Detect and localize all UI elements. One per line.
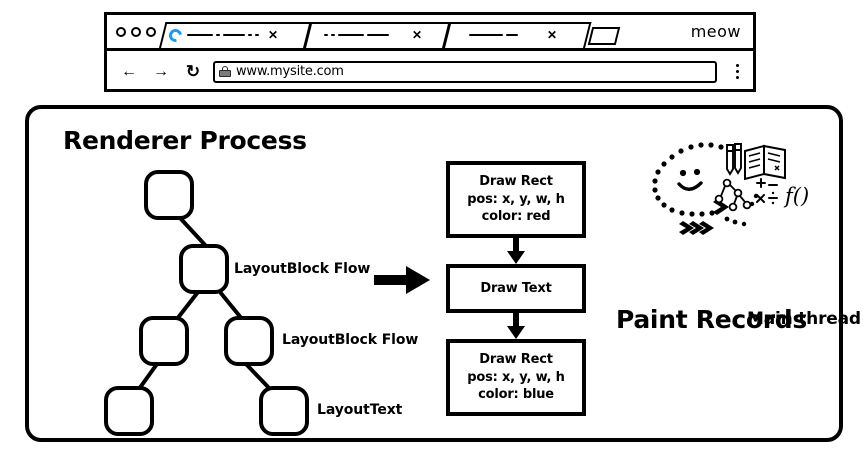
browser-window: ✕ ✕ xyxy=(104,12,756,92)
new-tab-icon[interactable] xyxy=(587,27,621,45)
tab-3[interactable]: ✕ xyxy=(443,22,592,48)
paint-record-3-line-1: Draw Rect xyxy=(479,352,553,368)
url-text: www.mysite.com xyxy=(236,64,344,79)
tab-1-close-icon[interactable]: ✕ xyxy=(268,28,279,42)
tab-list: ✕ ✕ xyxy=(159,15,621,48)
address-bar[interactable]: www.mysite.com xyxy=(213,60,717,83)
layout-tree-node-leaf-left[interactable] xyxy=(104,386,154,436)
paint-record-draw-text[interactable]: Draw Text xyxy=(446,263,586,314)
main-thread-mascot-icon: f() xyxy=(652,142,809,235)
paint-records-title: Paint Records xyxy=(616,305,807,334)
layout-tree-label-block-flow-2: LayoutBlock Flow xyxy=(282,332,419,348)
window-close-dot[interactable] xyxy=(116,26,126,37)
paint-records-list: Draw Rect pos: x, y, w, h color: red Dra… xyxy=(446,161,586,416)
renderer-process-title: Renderer Process xyxy=(63,126,307,155)
kebab-menu-icon[interactable] xyxy=(729,64,745,79)
window-controls xyxy=(116,26,156,37)
paint-record-arrow-1 xyxy=(446,237,586,264)
lock-icon xyxy=(219,66,231,77)
tab-2-title xyxy=(324,30,389,40)
layout-tree: LayoutBlock Flow LayoutBlock Flow Layout… xyxy=(84,164,418,436)
tab-1-title xyxy=(187,30,259,40)
paint-record-1-line-2: pos: x, y, w, h xyxy=(467,191,565,207)
tab-2[interactable]: ✕ xyxy=(304,22,451,48)
tab-strip: ✕ ✕ xyxy=(107,15,753,51)
renderer-process-panel: Renderer Process LayoutBlock Flow Layout… xyxy=(25,105,861,442)
layout-tree-label-text-1: LayoutText xyxy=(317,402,403,418)
layout-tree-node-leaf-right[interactable] xyxy=(259,386,309,436)
svg-text:f(): f() xyxy=(783,184,809,208)
paint-record-1-line-3: color: red xyxy=(481,209,551,225)
layout-tree-node-left[interactable] xyxy=(139,316,189,366)
forward-icon[interactable]: → xyxy=(153,62,169,80)
paint-record-3-line-3: color: blue xyxy=(478,387,554,403)
layout-tree-node-mid[interactable] xyxy=(179,244,229,294)
window-minimize-dot[interactable] xyxy=(131,26,141,37)
window-maximize-dot[interactable] xyxy=(146,26,156,37)
main-thread-label: Main thread xyxy=(747,309,861,329)
right-arrow-icon xyxy=(374,266,430,294)
paint-record-draw-rect-red[interactable]: Draw Rect pos: x, y, w, h color: red xyxy=(446,161,586,238)
paint-record-2-line-1: Draw Text xyxy=(480,280,552,296)
layout-tree-edges xyxy=(137,217,272,391)
paint-record-arrow-2 xyxy=(446,313,586,340)
layout-tree-node-right[interactable] xyxy=(224,316,274,366)
tab-1-spinner-icon xyxy=(166,25,185,45)
layout-tree-label-block-flow-1: LayoutBlock Flow xyxy=(234,261,371,277)
browser-toolbar: ← → ↻ www.mysite.com xyxy=(107,51,753,92)
tab-1[interactable]: ✕ xyxy=(159,22,312,48)
paint-record-1-line-1: Draw Rect xyxy=(479,174,553,189)
tab-3-close-icon[interactable]: ✕ xyxy=(547,28,558,42)
back-icon[interactable]: ← xyxy=(121,62,137,80)
layout-tree-node-root[interactable] xyxy=(144,170,194,220)
tab-2-close-icon[interactable]: ✕ xyxy=(412,28,423,42)
paint-record-draw-rect-blue[interactable]: Draw Rect pos: x, y, w, h color: blue xyxy=(446,339,586,416)
reload-icon[interactable]: ↻ xyxy=(185,62,201,81)
tab-3-title xyxy=(469,30,518,40)
paint-record-3-line-2: pos: x, y, w, h xyxy=(467,369,565,385)
browser-brand-label: meow xyxy=(690,22,741,41)
